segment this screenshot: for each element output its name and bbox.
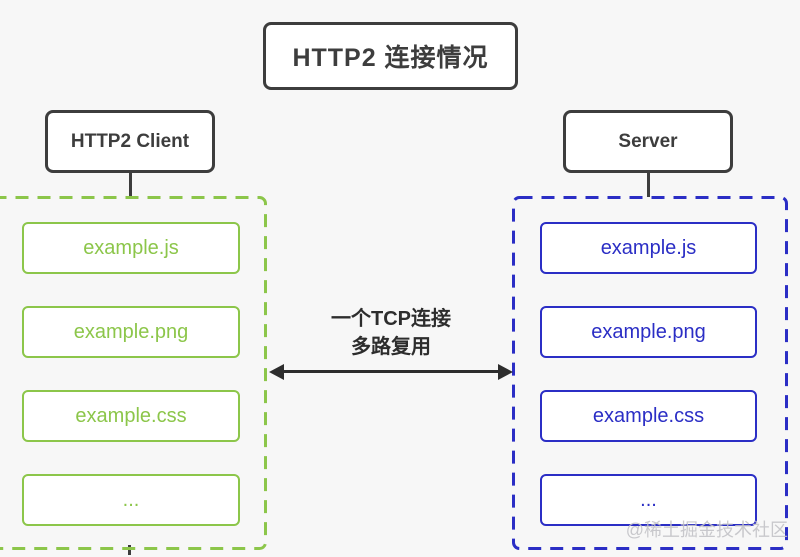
tcp-connection-line2: 多路复用 bbox=[351, 336, 431, 358]
server-file-label: example.png bbox=[591, 320, 706, 343]
client-node: HTTP2 Client bbox=[45, 110, 215, 173]
client-group-dashed-border bbox=[0, 196, 267, 550]
arrow-right-head-icon bbox=[498, 363, 513, 380]
server-file-box-png: example.png bbox=[540, 306, 757, 358]
client-file-box-css: example.css bbox=[22, 390, 240, 442]
server-file-label: example.js bbox=[600, 236, 697, 259]
client-connector-line bbox=[129, 173, 132, 197]
client-file-label: example.css bbox=[75, 404, 187, 427]
server-node: Server bbox=[563, 110, 733, 173]
client-file-label: example.js bbox=[83, 236, 179, 259]
arrow-left-head-icon bbox=[269, 363, 284, 380]
server-file-box-js: example.js bbox=[540, 222, 757, 274]
diagram-title: HTTP2 连接情况 bbox=[292, 44, 489, 72]
client-file-label: example.png bbox=[73, 320, 189, 343]
server-file-label: example.css bbox=[592, 404, 705, 427]
client-group-bottom-stub bbox=[128, 545, 131, 555]
client-files-group: example.js example.png example.css ... bbox=[0, 196, 267, 550]
server-files-group: example.js example.png example.css ... bbox=[512, 196, 788, 550]
client-file-box-png: example.png bbox=[22, 306, 240, 358]
server-file-box-css: example.css bbox=[540, 390, 757, 442]
server-connector-line bbox=[647, 173, 650, 197]
client-file-box-more: ... bbox=[22, 474, 240, 526]
tcp-connection-arrow-line bbox=[282, 370, 500, 373]
watermark-text: @稀土掘金技术社区 bbox=[625, 520, 788, 540]
client-label: HTTP2 Client bbox=[70, 130, 190, 152]
tcp-connection-annotation: 一个TCP连接 多路复用 bbox=[291, 305, 491, 361]
client-file-box-js: example.js bbox=[22, 222, 240, 274]
server-file-box-more: ... bbox=[540, 474, 757, 526]
client-file-label: ... bbox=[122, 488, 140, 511]
tcp-connection-line1: 一个TCP连接 bbox=[331, 308, 451, 330]
server-label: Server bbox=[618, 130, 678, 152]
diagram-title-box: HTTP2 连接情况 bbox=[263, 22, 518, 90]
server-group-dashed-border bbox=[512, 196, 788, 550]
server-file-label: ... bbox=[640, 488, 657, 511]
